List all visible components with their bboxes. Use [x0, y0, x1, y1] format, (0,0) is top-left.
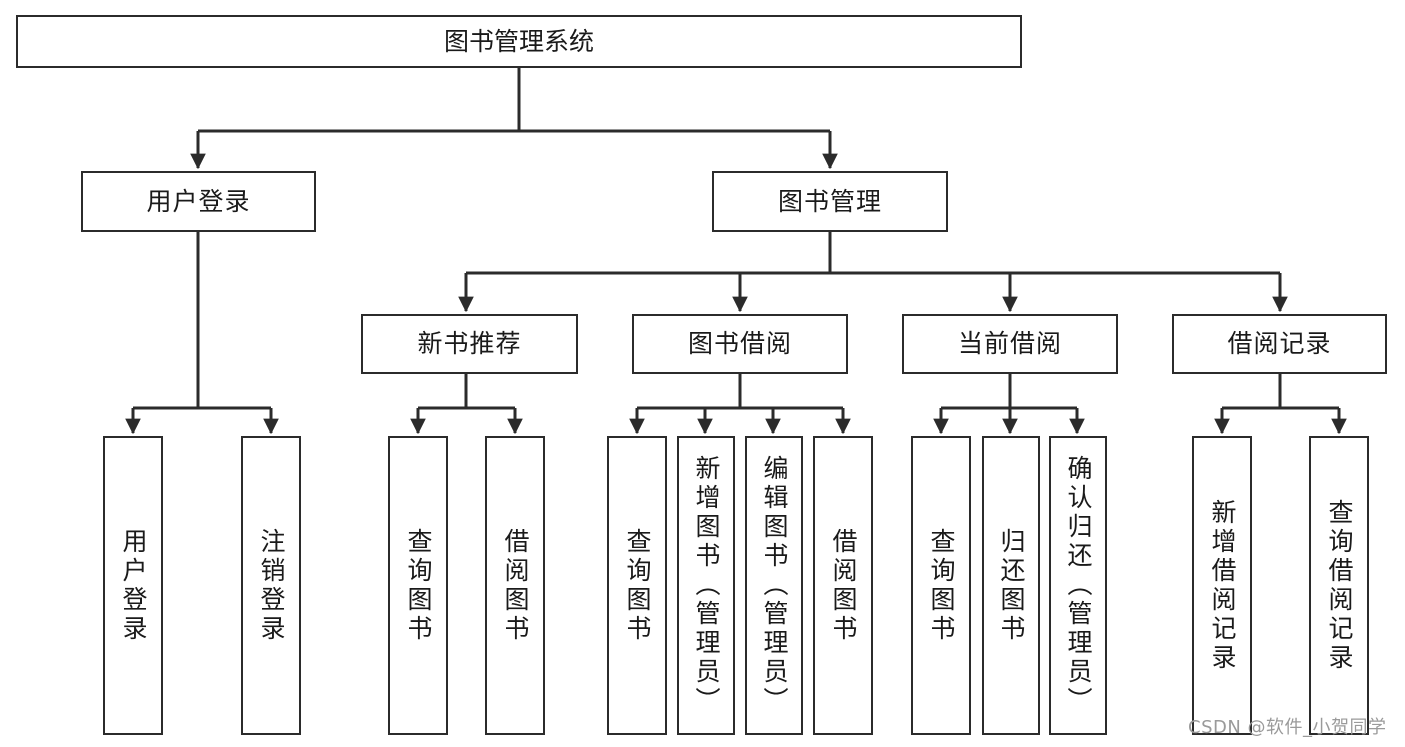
- node-new-book-rec[interactable]: 新书推荐: [361, 314, 578, 374]
- node-label: 归还图书: [997, 527, 1026, 644]
- node-root-system[interactable]: 图书管理系统: [16, 15, 1022, 68]
- node-leaf-query-book-1[interactable]: 查询图书: [388, 436, 448, 735]
- node-leaf-query-book-2[interactable]: 查询图书: [607, 436, 667, 735]
- node-label: 编辑图书（管理员）: [760, 455, 789, 716]
- node-leaf-confirm-return[interactable]: 确认归还（管理员）: [1049, 436, 1107, 735]
- node-leaf-borrow-book-2[interactable]: 借阅图书: [813, 436, 873, 735]
- node-borrow-record[interactable]: 借阅记录: [1172, 314, 1387, 374]
- node-label: 新增借阅记录: [1208, 498, 1237, 673]
- node-label: 图书借阅: [687, 329, 792, 358]
- node-label: 用户登录: [146, 186, 251, 216]
- node-leaf-add-book[interactable]: 新增图书（管理员）: [677, 436, 735, 735]
- node-label: 借阅图书: [501, 527, 530, 644]
- node-label: 新书推荐: [417, 329, 522, 358]
- node-user-login[interactable]: 用户登录: [81, 171, 316, 232]
- node-label: 借阅记录: [1227, 329, 1332, 358]
- node-label: 用户登录: [119, 527, 148, 644]
- node-label: 图书管理系统: [443, 26, 594, 56]
- node-label: 确认归还（管理员）: [1064, 455, 1093, 716]
- node-label: 图书管理: [777, 186, 882, 216]
- node-label: 注销登录: [257, 527, 286, 644]
- node-leaf-borrow-book-1[interactable]: 借阅图书: [485, 436, 545, 735]
- node-label: 当前借阅: [957, 329, 1062, 358]
- node-label: 查询借阅记录: [1325, 498, 1354, 673]
- node-label: 借阅图书: [829, 527, 858, 644]
- node-label: 查询图书: [404, 527, 433, 644]
- node-leaf-edit-book[interactable]: 编辑图书（管理员）: [745, 436, 803, 735]
- node-leaf-logout[interactable]: 注销登录: [241, 436, 301, 735]
- node-leaf-query-book-3[interactable]: 查询图书: [911, 436, 971, 735]
- node-label: 新增图书（管理员）: [692, 455, 721, 716]
- node-label: 查询图书: [623, 527, 652, 644]
- node-leaf-query-record[interactable]: 查询借阅记录: [1309, 436, 1369, 735]
- node-leaf-add-record[interactable]: 新增借阅记录: [1192, 436, 1252, 735]
- node-leaf-user-login[interactable]: 用户登录: [103, 436, 163, 735]
- node-leaf-return-book[interactable]: 归还图书: [982, 436, 1040, 735]
- node-current-borrow[interactable]: 当前借阅: [902, 314, 1118, 374]
- node-book-manage[interactable]: 图书管理: [712, 171, 948, 232]
- node-book-borrow[interactable]: 图书借阅: [632, 314, 848, 374]
- csdn-watermark: CSDN @软件_小贺同学: [1188, 717, 1387, 738]
- node-label: 查询图书: [927, 527, 956, 644]
